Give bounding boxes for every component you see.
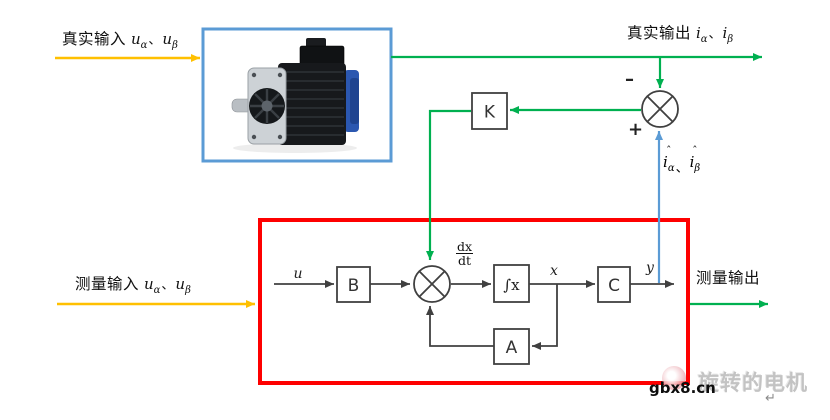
gain-k-block: [471, 92, 508, 130]
motor-flange-bolts: [251, 72, 283, 140]
motor-shadow: [233, 143, 357, 153]
paragraph-return-mark: ↵: [765, 391, 776, 406]
gain-feedback-line: [426, 109, 471, 260]
summing-junction-lower: [413, 265, 451, 303]
watermark-logo: [662, 366, 686, 390]
motor-body-ribs: [280, 71, 344, 136]
x-to-a-feedback: [532, 284, 558, 350]
gain-k-label: K: [484, 103, 496, 123]
sum-minus-sign: –: [625, 69, 634, 90]
integrator-label: ∫x: [503, 276, 520, 294]
sum-plus-sign: +: [628, 119, 644, 140]
a-matrix-block: [493, 328, 530, 365]
c-matrix-block: [597, 266, 631, 303]
motor-body: [278, 63, 346, 145]
real-output-label: 真实输出 iα、iβ: [627, 24, 734, 45]
summing-junction-upper: [641, 90, 679, 128]
a-matrix-label: A: [506, 338, 518, 358]
b-matrix-label: B: [348, 276, 360, 296]
signal-x-label: x: [550, 263, 558, 279]
motor-rear-blue-inner: [350, 78, 359, 124]
a-to-sum-feedback: [426, 306, 494, 347]
observer-red-box: [258, 218, 690, 385]
integrator-block: [493, 264, 530, 303]
watermark-brand-text: 旋转的电机: [698, 371, 808, 395]
measured-output-label: 测量输出: [696, 269, 761, 287]
motor-hub: [261, 100, 273, 112]
c-matrix-label: C: [608, 276, 620, 296]
measured-input-label: 测量输入 uα、uβ: [75, 275, 191, 296]
real-input-label: 真实输入 uα、uβ: [62, 30, 178, 51]
derivative-label: dx dt: [456, 239, 474, 268]
b-matrix-block: [336, 266, 371, 303]
signal-y-label: y: [645, 260, 655, 276]
watermark-site-text: gbx8.cn: [649, 379, 716, 397]
signal-u-label: u: [293, 266, 302, 282]
motor-image: [231, 38, 359, 153]
